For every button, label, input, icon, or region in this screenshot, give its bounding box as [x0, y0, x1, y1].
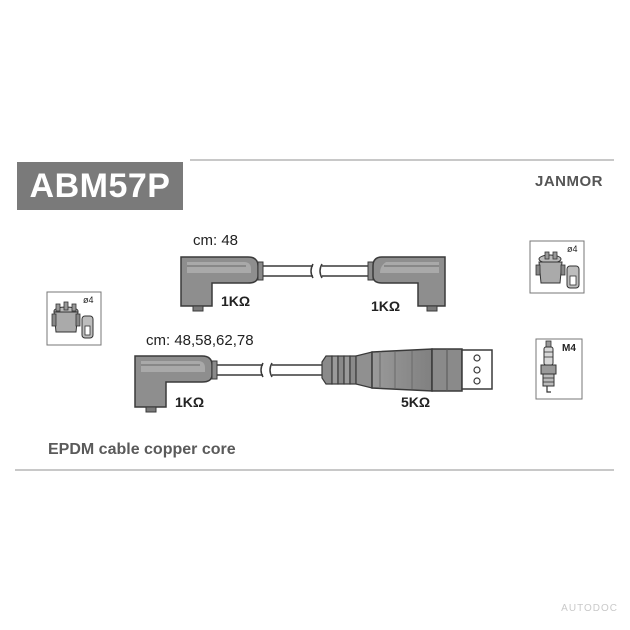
top-left-angled-boot: [180, 256, 264, 312]
top-cable-break-right: [319, 263, 323, 279]
bottom-cable-length-label: cm: 48,58,62,78: [146, 332, 254, 349]
top-cable-length-label: cm: 48: [193, 232, 238, 249]
bottom-cable: cm: 48,58,62,78: [134, 332, 493, 413]
bottom-divider: [15, 469, 614, 471]
part-number: ABM57P: [29, 166, 171, 205]
bottom-cable-resistance-right: 5KΩ: [401, 394, 430, 410]
part-number-badge: ABM57P: [17, 162, 183, 210]
top-cable-resistance-left: 1KΩ: [221, 293, 250, 309]
spark-plug-icon: M4: [535, 338, 583, 400]
top-cable: cm: 48 1KΩ 1KΩ: [180, 232, 446, 314]
distributor-left-size: ø4: [83, 295, 94, 305]
top-cable-break-left: [310, 263, 314, 279]
bottom-cable-break-left: [260, 362, 264, 378]
top-divider: [190, 159, 614, 161]
watermark: AUTODOC: [561, 603, 618, 614]
brand-name: JANMOR: [534, 173, 603, 190]
bottom-cable-break-right: [269, 362, 273, 378]
top-cable-resistance-right: 1KΩ: [371, 298, 400, 314]
distributor-right-size: ø4: [567, 244, 578, 254]
distributor-left-icon: ø4: [46, 291, 102, 346]
top-right-angled-boot: [367, 256, 446, 312]
bottom-cable-resistance-left: 1KΩ: [175, 394, 204, 410]
cable-description: EPDM cable copper core: [48, 441, 236, 458]
bottom-left-angled-boot: [134, 355, 218, 413]
spark-plug-thread: M4: [562, 343, 576, 354]
distributor-right-icon: ø4: [529, 240, 585, 294]
bottom-right-straight-boot: [321, 348, 493, 392]
